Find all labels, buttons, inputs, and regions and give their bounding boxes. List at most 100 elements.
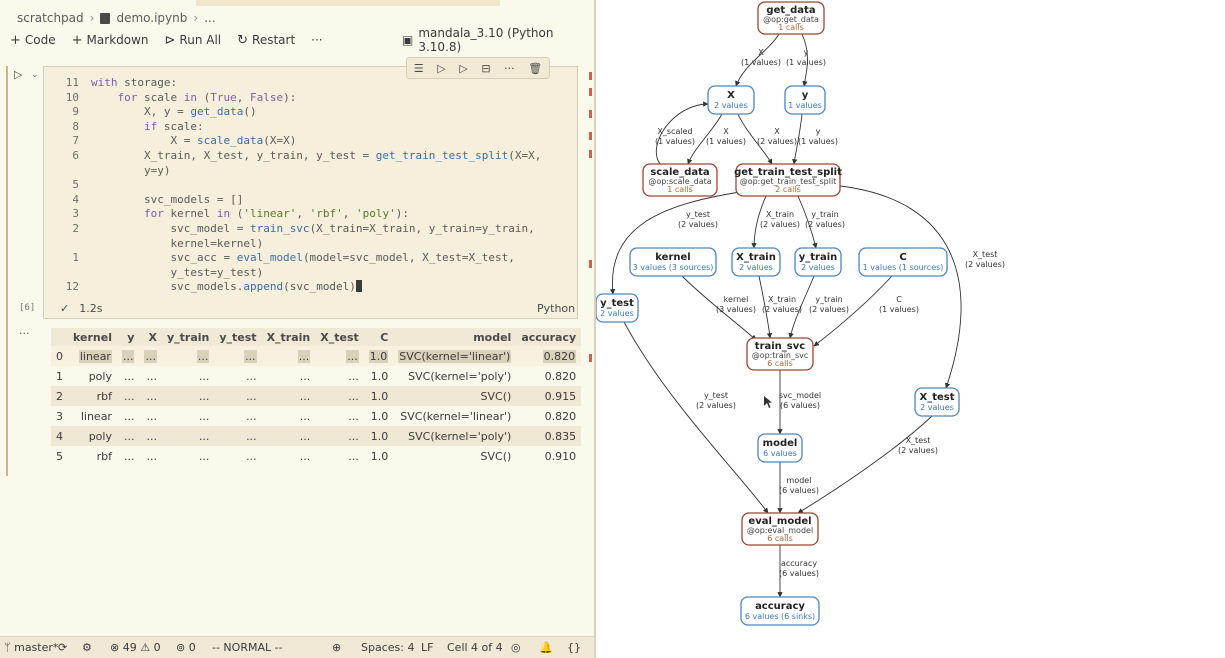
copilot-icon[interactable]: ◎	[511, 641, 521, 654]
git-branch[interactable]: ᛘ master*	[4, 641, 58, 654]
code-line[interactable]: y_test=y_test)	[55, 266, 541, 281]
cell-value: ...	[123, 369, 135, 383]
ports-indicator[interactable]: ⊚ 0	[176, 641, 196, 654]
cell-value: ...	[144, 349, 157, 363]
more-actions-button[interactable]: ···	[311, 33, 323, 47]
cell-value: rbf	[96, 449, 112, 463]
pane-divider[interactable]	[594, 0, 596, 658]
graph-edge-em-acc: accuracy(6 values)	[777, 545, 819, 598]
trash-icon[interactable]: 🗑	[528, 61, 543, 75]
edge-value-count: (2 values)	[678, 220, 718, 229]
branch-label: master*	[14, 641, 59, 654]
run-cell-icon[interactable]: ▷	[14, 68, 23, 81]
code-line[interactable]: 5	[55, 178, 541, 193]
run-all-button[interactable]: ⊳ Run All	[165, 33, 222, 48]
code-line[interactable]: kernel=kernel)	[55, 237, 541, 252]
code-line[interactable]: 8 if scale:	[55, 120, 541, 135]
code-line[interactable]: 2 svc_model = train_svc(X_train=X_train,…	[55, 222, 541, 237]
end-of-line[interactable]: LF	[421, 641, 434, 654]
table-cell: 5	[51, 446, 68, 466]
line-number: 12	[65, 280, 79, 294]
graph-node-get_train_test_split[interactable]: get_train_test_split@op:get_train_test_s…	[734, 163, 842, 197]
execute-above-icon[interactable]: ▷	[437, 61, 446, 75]
execute-below-icon[interactable]: ▷	[459, 61, 468, 75]
code-line[interactable]: 10 for scale in (True, False):	[55, 91, 541, 106]
git-graph-icon[interactable]: ⚙	[82, 641, 92, 654]
table-cell: ...	[261, 346, 316, 366]
cell-value: ...	[299, 369, 311, 383]
sync-icon[interactable]: ⟳	[58, 641, 68, 654]
graph-edge-ytrain-ts: y_train(2 values)	[788, 275, 849, 339]
zoom-icon[interactable]: ⊕	[332, 641, 342, 654]
chevron-down-icon[interactable]: ⌄	[31, 70, 39, 80]
notifications-icon[interactable]: 🔔	[539, 641, 553, 654]
cell-value: 1.0	[370, 429, 389, 443]
cell-value: ...	[146, 369, 157, 383]
code-line[interactable]: 12 svc_models.append(svc_model)	[55, 280, 541, 295]
edge-value-count: (2 values)	[898, 446, 938, 455]
table-cell: ...	[161, 426, 215, 446]
add-code-button[interactable]: + Code	[10, 33, 56, 48]
column-header: X_train	[261, 328, 316, 346]
output-actions-button[interactable]: ···	[19, 327, 30, 340]
cell-value: 0	[56, 349, 63, 363]
code-cell[interactable]	[43, 66, 578, 319]
split-cell-icon[interactable]: ⊟	[481, 61, 491, 75]
restart-button[interactable]: ↻ Restart	[237, 33, 295, 48]
column-header: y	[116, 328, 140, 346]
breadcrumb-folder[interactable]: scratchpad	[17, 11, 84, 25]
code-line[interactable]: 4 svc_models = []	[55, 193, 541, 208]
more-icon[interactable]: ···	[504, 61, 515, 75]
graph-node-y[interactable]: y1 values	[784, 85, 826, 115]
code-text: X, y = get_data()	[91, 105, 257, 119]
table-cell: ...	[214, 366, 261, 386]
run-by-line-icon[interactable]: ☰	[413, 61, 424, 75]
node-title: scale_data	[650, 167, 709, 178]
kernel-picker[interactable]: ▣ mandala_3.10 (Python 3.10.8)	[402, 26, 594, 54]
code-line[interactable]: 6 X_train, X_test, y_train, y_test = get…	[55, 149, 541, 164]
cell-value: ...	[348, 389, 359, 403]
problems-indicator[interactable]: ⊗ 49 ⚠ 0	[110, 641, 161, 654]
graph-node-X[interactable]: X2 values	[707, 85, 755, 115]
code-line[interactable]: 1 svc_acc = eval_model(model=svc_model, …	[55, 251, 541, 266]
edge-label: X_train	[768, 295, 796, 304]
table-cell: poly	[68, 366, 117, 386]
code-text: kernel=kernel)	[91, 236, 264, 250]
breadcrumb-file[interactable]: demo.ipynb	[116, 11, 188, 25]
table-cell: ...	[116, 346, 140, 366]
breadcrumb-more[interactable]: ...	[204, 11, 216, 25]
node-value-count: 1 values	[788, 101, 822, 110]
graph-node-C[interactable]: C1 values (1 sources)	[858, 247, 948, 277]
cell-position[interactable]: Cell 4 of 4	[447, 641, 503, 654]
code-line[interactable]: 7 X = scale_data(X=X)	[55, 134, 541, 149]
indentation[interactable]: Spaces: 4	[361, 641, 415, 654]
table-cell: ...	[214, 446, 261, 466]
add-markdown-button[interactable]: + Markdown	[72, 33, 149, 48]
code-line[interactable]: 3 for kernel in ('linear', 'rbf', 'poly'…	[55, 207, 541, 222]
braces-icon[interactable]: {}	[567, 641, 581, 654]
cell-language[interactable]: Python	[537, 302, 576, 315]
code-line[interactable]: y=y)	[55, 164, 541, 179]
table-cell: ...	[139, 346, 162, 366]
code-line[interactable]: 9 X, y = get_data()	[55, 105, 541, 120]
cell-value: ...	[123, 449, 135, 463]
